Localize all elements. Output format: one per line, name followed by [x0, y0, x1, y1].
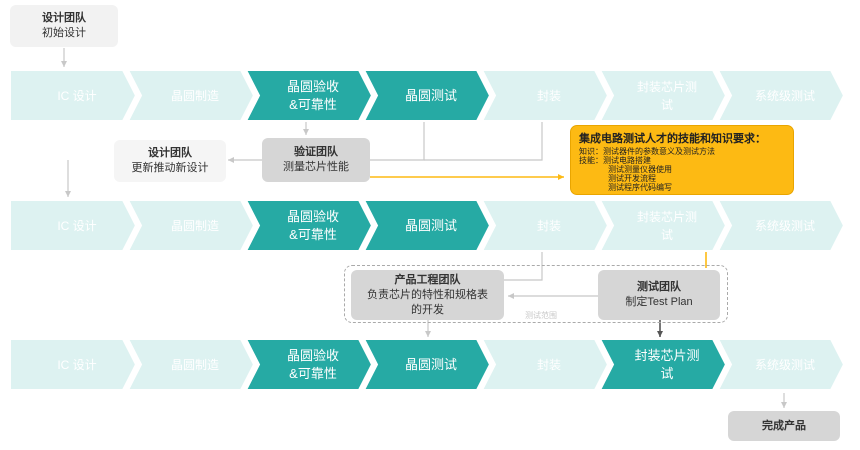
stage-chevron — [598, 69, 728, 122]
stage-chevron — [598, 338, 728, 391]
test-team-subtitle: 制定Test Plan — [625, 296, 693, 308]
stage-label: 封装 — [536, 218, 561, 233]
design-team-initial-box: 设计团队 初始设计 — [10, 5, 118, 47]
stage-chevron — [244, 199, 374, 252]
stage-chevron — [9, 69, 138, 122]
design-team-subtitle: 初始设计 — [42, 27, 86, 39]
stage-label: IC 设计 — [57, 88, 97, 103]
requirements-skills-row: 技能：测试电路搭建 — [579, 156, 785, 165]
stage-label: 系统级测试 — [754, 357, 815, 372]
requirements-skill: 测试程序代码编写 — [608, 183, 672, 192]
final-product-label: 完成产品 — [762, 419, 806, 432]
verify-team-box: 验证团队 测量芯片性能 — [262, 138, 370, 182]
stage-chevron — [126, 338, 256, 391]
stage-label: 封装芯片测 试 — [636, 79, 697, 112]
stage-label: 晶圆测试 — [404, 87, 457, 103]
test-team-box: 测试团队 制定Test Plan — [598, 270, 720, 320]
stage-chevron — [716, 69, 846, 122]
stage-label: 晶圆测试 — [404, 217, 457, 233]
test-scope-region — [344, 265, 728, 323]
requirements-skills-label: 技能： — [579, 156, 603, 165]
stage-chevron — [480, 338, 610, 391]
final-product-box: 完成产品 — [728, 411, 840, 441]
stage-label: 封装芯片测 试 — [636, 209, 697, 242]
requirements-skill: 测试测量仪器使用 — [608, 165, 672, 174]
stage-chevron — [480, 69, 610, 122]
stage-chevron — [126, 199, 256, 252]
stage-chevron — [126, 69, 256, 122]
stage-label: 系统级测试 — [754, 88, 815, 103]
product-team-title: 产品工程团队 — [394, 273, 461, 286]
line-row1-package — [424, 120, 543, 161]
design-update-subtitle: 更新推动新设计 — [131, 162, 209, 174]
test-scope-label: 测试范围 — [525, 311, 557, 320]
stage-label: 晶圆验收 &可靠性 — [286, 347, 339, 381]
stage-label: 封装芯片测 试 — [634, 347, 700, 381]
stage-chevron — [244, 338, 374, 391]
stage-chevron — [244, 69, 374, 122]
stage-label: 系统级测试 — [754, 218, 815, 233]
requirements-skill: 测试电路搭建 — [603, 156, 651, 165]
stage-chevron — [9, 338, 138, 391]
stage-label: 晶圆验收 &可靠性 — [286, 208, 339, 242]
test-team-title: 测试团队 — [637, 281, 681, 293]
stage-label: IC 设计 — [57, 357, 97, 372]
line-row2-package — [504, 252, 543, 281]
stage-chevron — [362, 338, 492, 391]
stage-label: 晶圆制造 — [170, 218, 219, 233]
design-update-title: 设计团队 — [148, 147, 192, 159]
stage-label: 晶圆制造 — [170, 357, 219, 372]
requirements-title: 集成电路测试人才的技能和知识要求： — [579, 133, 766, 145]
stage-label: 晶圆验收 &可靠性 — [286, 78, 339, 112]
stage-label: 晶圆制造 — [170, 88, 219, 103]
stage-chevron — [362, 199, 492, 252]
product-team-subtitle: 负责芯片的特性和规格表 的开发 — [367, 288, 488, 316]
stage-chevron — [716, 338, 846, 391]
stage-chevron — [480, 199, 610, 252]
stage-chevron — [362, 69, 492, 122]
stage-label: IC 设计 — [57, 218, 97, 233]
requirements-knowledge: 知识：测试器件的参数意义及测试方法 — [579, 147, 715, 156]
design-team-update-box: 设计团队 更新推动新设计 — [114, 140, 226, 182]
stage-chevron — [9, 199, 138, 252]
product-team-box: 产品工程团队 负责芯片的特性和规格表 的开发 — [351, 270, 504, 320]
stage-label: 封装 — [536, 357, 561, 372]
stage-label: 封装 — [536, 88, 561, 103]
requirements-box: 集成电路测试人才的技能和知识要求： 知识：测试器件的参数意义及测试方法 技能：测… — [570, 125, 794, 195]
requirements-skill: 测试开发流程 — [608, 174, 656, 183]
verify-team-title: 验证团队 — [294, 146, 338, 158]
stage-chevron — [598, 199, 728, 252]
stage-label: 晶圆测试 — [404, 356, 457, 372]
verify-team-subtitle: 测量芯片性能 — [283, 161, 349, 173]
design-team-title: 设计团队 — [42, 12, 86, 24]
stage-chevron — [716, 199, 846, 252]
